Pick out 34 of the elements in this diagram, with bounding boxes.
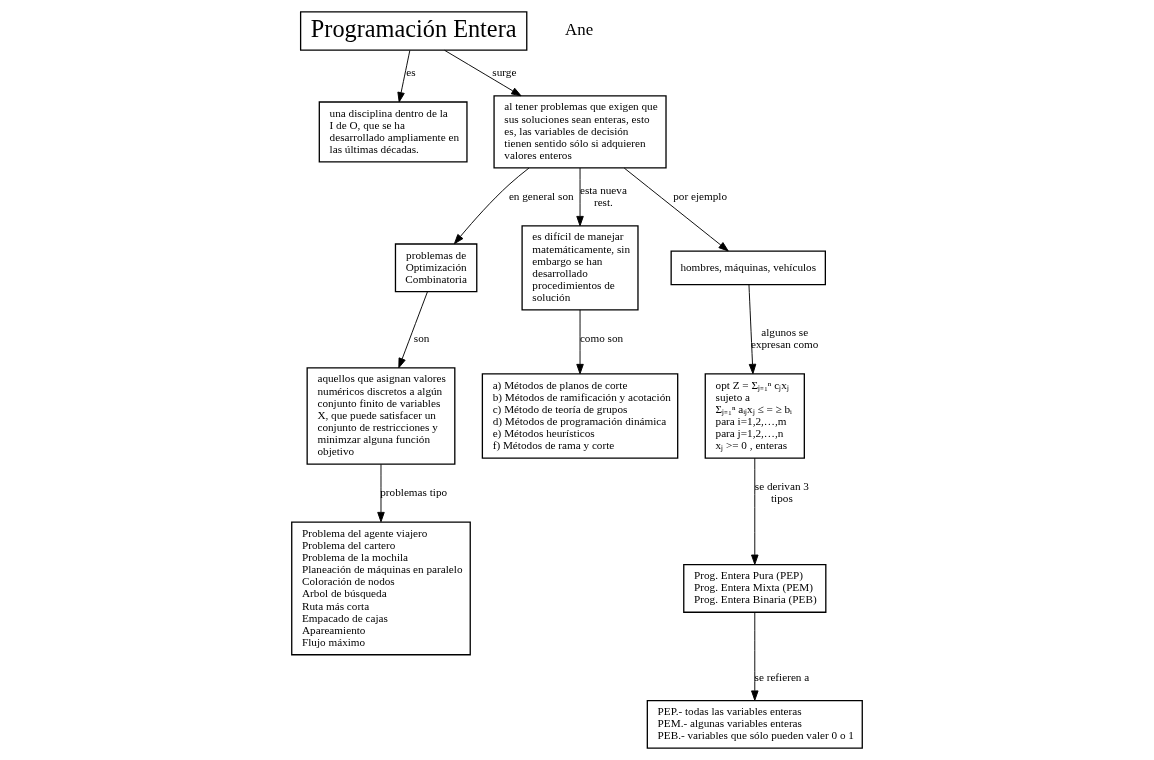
node-box: al tener problemas que exigen que sus soluciones sean enteras, esto es, las variables de decisión tienen sentido sólo si adquieren valores enteros [493,95,667,169]
edge-label: se refieren a [754,670,810,683]
node-box: una disciplina dentro de la I de O, que se ha desarrollado ampliamente en las últimas décadas. [318,101,468,163]
node-box: Problema del agente viajero Problema del cartero Problema de la mochila Planeación de máquinas en paralelo Coloración de nodos Arbol de búsqueda Ruta más corta Empacado de cajas Apareamiento Flujo máximo [291,521,471,656]
edge-label: es [406,65,416,78]
edge-label: se derivan 3 tipos [754,479,809,505]
arrow [377,463,385,523]
label: Ane [565,20,594,40]
arrow [444,49,522,97]
edge-label: esta nueva rest. [579,183,627,208]
arrow [748,284,757,375]
edge-label: problemas tipo [380,485,448,498]
arrow [751,611,759,701]
arrow [576,167,584,227]
arrow [751,457,759,565]
edge-label: en general son [508,189,574,202]
arrow [623,167,729,252]
edge-label: son [413,331,430,344]
arrow [576,309,584,375]
node-box: opt Z = Σⱼ₌₁ⁿ cⱼxⱼ sujeto a Σⱼ₌₁ⁿ aᵢⱼxⱼ ≤ = ≥ bᵢ para i=1,2,…,m para j=1,2,…,n xⱼ >= 0 , enteras [704,373,805,459]
edge-label: surge [492,65,517,78]
node-box: PEP.- todas las variables enteras PEM.- algunas variables enteras PEB.- variables que sólo pueden valer 0 o 1 [646,699,863,749]
arrow [397,50,411,103]
node-box: Prog. Entera Pura (PEP) Prog. Entera Mixta (PEM) Prog. Entera Binaria (PEB) [683,563,827,613]
edge-label: por ejemplo [673,189,728,202]
node-box: a) Métodos de planos de corte b) Métodos de ramificación y acotación c) Método de teoría de grupos d) Métodos de programación dinámica e) Métodos heurísticos f) Métodos de rama y corte [481,373,679,459]
node-box: problemas de Optimización Combinatoria [394,243,478,293]
node-box: Programación Entera [299,11,528,51]
arrow [398,291,428,369]
node-box: es difícil de manejar matemáticamente, sin embargo se han desarrollado procedimientos de solución [521,225,639,311]
arrow [453,167,530,245]
node-box: aquellos que asignan valores numéricos discretos a algún conjunto finito de variables X, que puede satisfacer un conjunto de restricciones y minimzar alguna función objetivo [306,367,456,465]
node-box: hombres, máquinas, vehículos [670,250,826,286]
edge-label: como son [579,331,624,344]
